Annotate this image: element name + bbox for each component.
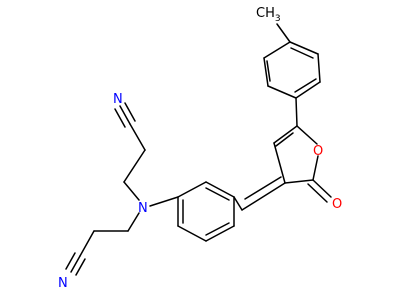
bond-ch2-cn-down xyxy=(79,230,95,257)
bond-phenyl-inner-3 xyxy=(205,222,230,236)
bond-phenyl-3 xyxy=(177,181,207,198)
bond-furan-c4-c5-double xyxy=(275,132,294,147)
bond-phenyl-6 xyxy=(205,225,235,242)
bond-cn-triple-up-1 xyxy=(119,105,131,125)
amine-nitrogen-label: N xyxy=(138,201,148,216)
bond-cn-triple-down-2 xyxy=(75,258,86,276)
bond-furan-o-c2 xyxy=(312,155,319,181)
bond-exocyclic-2 xyxy=(244,176,282,200)
bond-cn-triple-down-3 xyxy=(65,252,76,270)
bond-tolyl-4 xyxy=(267,85,297,99)
bond-cn-triple-up-2 xyxy=(124,102,136,122)
bond-furan-c3-c4 xyxy=(273,142,286,184)
bond-tolyl-inner-1 xyxy=(290,47,314,59)
bond-cn-triple-down-1 xyxy=(70,255,81,273)
bond-exocyclic-1 xyxy=(241,182,286,211)
bond-ch2-cn-up xyxy=(129,123,146,151)
bond-furan-c2-c3 xyxy=(284,179,314,184)
bond-tolyl-inner-2 xyxy=(294,78,317,93)
bond-n-ch2-up xyxy=(123,181,140,201)
bond-furan-c5-c4 xyxy=(273,125,298,144)
nitrile-nitrogen-top-label: N xyxy=(113,92,123,107)
bond-carbonyl-1 xyxy=(312,179,332,198)
bond-tolyl-inner-3 xyxy=(266,60,271,82)
bond-ch2-ch2-up xyxy=(123,149,146,183)
ring-oxygen-label: O xyxy=(313,144,323,159)
bond-phenyl-2 xyxy=(205,181,235,198)
bond-phenyl-inner-1 xyxy=(205,187,230,201)
methyl-label: CH3 xyxy=(256,6,281,24)
bond-carbonyl-2 xyxy=(307,183,328,203)
bond-cn-triple-up-3 xyxy=(114,108,126,128)
bond-methyl xyxy=(276,23,291,43)
bond-phenyl-5 xyxy=(177,225,207,242)
bond-aryl-furanone xyxy=(295,97,298,127)
bond-tolyl-1 xyxy=(289,41,319,55)
bond-n-ch2-down xyxy=(127,212,140,232)
atom-labels: CH3 O O N N N xyxy=(58,6,342,291)
bond-tolyl-2 xyxy=(317,53,321,83)
nitrile-nitrogen-bottom-label: N xyxy=(58,276,68,291)
bond-tolyl-6 xyxy=(263,41,291,59)
bond-phenyl-1 xyxy=(233,196,243,211)
bond-tolyl-3 xyxy=(295,81,321,99)
carbonyl-oxygen-label: O xyxy=(332,197,342,212)
bonds xyxy=(65,23,332,276)
bond-phenyl-n xyxy=(149,196,179,207)
bond-furan-c5-o xyxy=(296,125,318,145)
bond-tolyl-5 xyxy=(263,57,269,87)
